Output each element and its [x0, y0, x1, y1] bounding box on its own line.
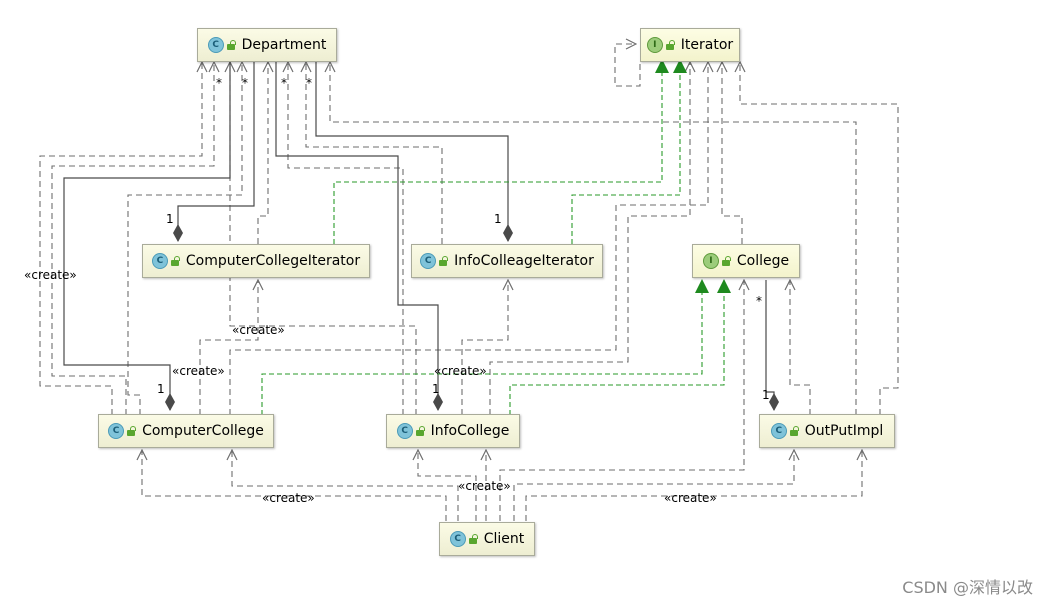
edge-computercollege-department	[39, 62, 202, 415]
create-label: «create»	[24, 268, 77, 282]
class-name: Iterator	[680, 37, 734, 53]
lock-icon	[468, 534, 478, 544]
lock-icon	[721, 256, 731, 266]
lock-icon	[665, 40, 675, 50]
edge-client-computercollege	[142, 450, 447, 521]
edge-iterator-self	[614, 44, 641, 87]
edge-output-iterator	[740, 62, 899, 415]
edge-computercollege-iterator	[229, 62, 708, 415]
realize-computercollege-college	[261, 279, 709, 415]
class-info-college[interactable]: C InfoCollege	[386, 414, 520, 448]
create-label: «create»	[172, 364, 225, 378]
interface-iterator[interactable]: I Iterator	[640, 28, 740, 62]
class-icon: C	[449, 531, 466, 547]
class-icon: C	[207, 37, 224, 53]
class-icon: C	[420, 253, 437, 269]
realize-infoiter-iterator	[571, 59, 687, 244]
realize-infocollege-college	[509, 279, 731, 415]
multiplicity-star: *	[756, 294, 762, 308]
class-icon: C	[108, 423, 125, 439]
class-icon: C	[151, 253, 168, 269]
lock-icon	[439, 256, 449, 266]
multiplicity-one: 1	[762, 388, 770, 402]
multiplicity-one: 1	[157, 382, 165, 396]
edge-computercollege-department-3	[127, 62, 242, 415]
create-label: «create»	[232, 323, 285, 337]
edge-infocollege-infoiter	[461, 280, 508, 415]
class-name: ComputerCollegeIterator	[185, 253, 361, 269]
class-name: InfoColleageIterator	[454, 253, 594, 269]
edge-infoiter-department	[306, 62, 443, 244]
assoc-college-output	[765, 280, 779, 411]
lock-icon	[127, 426, 137, 436]
multiplicity-star: *	[306, 76, 312, 90]
edge-infocollege-department	[288, 62, 404, 415]
multiplicity-one: 1	[166, 212, 174, 226]
edge-client-output	[513, 450, 794, 521]
multiplicity-star: *	[242, 76, 248, 90]
edge-computercollege-computeriter	[199, 280, 258, 415]
class-name: OutPutImpl	[804, 423, 884, 439]
class-info-colleage-iterator[interactable]: C InfoColleageIterator	[411, 244, 603, 278]
multiplicity-star: *	[216, 76, 222, 90]
lock-icon	[415, 426, 425, 436]
assoc-department-infocollege	[275, 62, 443, 411]
edge-infocollege-iterator	[489, 62, 690, 415]
edge-college-iterator	[722, 62, 743, 244]
assoc-department-computeriter	[173, 62, 255, 242]
multiplicity-star: *	[281, 76, 287, 90]
class-output-impl[interactable]: C OutPutImpl	[759, 414, 895, 448]
interface-icon: I	[702, 253, 719, 269]
association-edges	[63, 62, 779, 411]
edge-output-department	[330, 62, 857, 415]
edge-infocollege-department-2	[230, 62, 417, 415]
class-client[interactable]: C Client	[439, 522, 535, 556]
interface-college[interactable]: I College	[692, 244, 800, 278]
class-computer-college[interactable]: C ComputerCollege	[98, 414, 274, 448]
multiplicity-one: 1	[432, 382, 440, 396]
class-icon: C	[396, 423, 413, 439]
realize-computeriter-iterator	[333, 59, 669, 244]
edge-output-college	[790, 280, 811, 415]
edge-client-college	[499, 280, 744, 521]
create-label: «create»	[458, 479, 511, 493]
dependency-edges	[39, 44, 899, 521]
assoc-department-computercollege	[63, 62, 231, 411]
edge-client-infocollege	[418, 450, 477, 521]
class-name: InfoCollege	[430, 423, 510, 439]
interface-icon: I	[646, 37, 663, 53]
edge-client-computercollege-2	[232, 450, 459, 521]
class-name: College	[736, 253, 790, 269]
watermark: CSDN @深情以改	[902, 578, 1033, 597]
edge-computeriter-department	[257, 62, 268, 244]
lock-icon	[789, 426, 799, 436]
lock-icon	[170, 256, 180, 266]
edge-computercollege-department-2	[51, 62, 214, 415]
class-department[interactable]: C Department	[197, 28, 337, 62]
create-label: «create»	[262, 491, 315, 505]
class-computer-college-iterator[interactable]: C ComputerCollegeIterator	[142, 244, 370, 278]
create-label: «create»	[664, 491, 717, 505]
class-name: Department	[241, 37, 327, 53]
multiplicity-one: 1	[494, 212, 502, 226]
class-name: ComputerCollege	[142, 423, 264, 439]
lock-icon	[226, 40, 236, 50]
edge-client-output-2	[525, 450, 862, 521]
assoc-department-infoiter	[315, 62, 513, 242]
class-name: Client	[483, 531, 525, 547]
create-label: «create»	[434, 364, 487, 378]
realization-edges	[261, 59, 731, 415]
class-icon: C	[770, 423, 787, 439]
